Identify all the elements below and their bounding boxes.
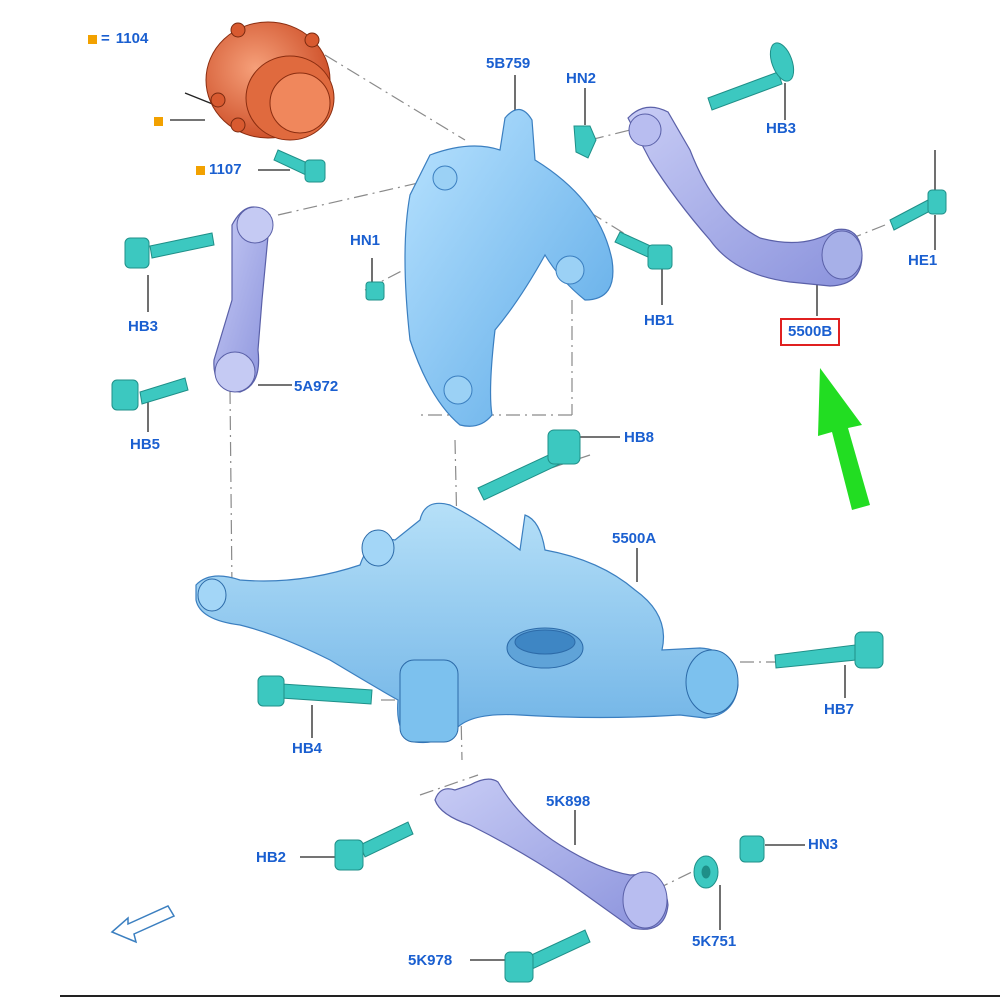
knuckle [404,108,614,427]
label-HN2: HN2 [566,70,597,87]
label-HB8: HB8 [624,429,655,446]
leader-lines [147,75,936,961]
bolt-1107 [273,149,326,183]
hub-bearing [205,21,335,141]
bolt-hb8 [477,429,581,501]
fasteners [111,42,947,983]
label-HN3: HN3 [808,836,839,853]
label-HB4: HB4 [292,740,323,757]
legend-equals: = [101,30,110,47]
nut-hn3 [739,835,765,863]
stabilizer-link [213,206,274,393]
legend: = 1104 [88,30,148,48]
label-HN1: HN1 [350,232,381,249]
label-HB3-top: HB3 [766,120,797,137]
label-5K751: 5K751 [692,933,737,950]
bolt-hb3-left [124,232,215,269]
label-HB5: HB5 [130,436,161,453]
label-5K898: 5K898 [546,793,591,810]
label-HB7: HB7 [824,701,855,718]
bolt-hb1 [614,231,673,270]
label-5500A: 5500A [612,530,657,547]
bolt-hb3-top [707,42,795,111]
washer-5k751 [693,855,719,889]
nut-hn1 [365,281,385,301]
bolt-5k978 [504,929,591,983]
label-5A972: 5A972 [294,378,339,395]
label-5K978: 5K978 [408,952,453,969]
upper-control-arm [627,106,863,287]
marker-hub [154,112,167,130]
bolt-he1 [889,189,947,231]
green-arrow-icon [818,368,870,510]
direction-arrow-icon [110,905,176,944]
label-HB2: HB2 [256,849,287,866]
legend-part: 1104 [115,30,149,47]
bolt-hb7 [774,631,884,669]
marker-square [196,165,205,175]
label-HB3-left: HB3 [128,318,159,335]
label-1107-text: 1107 [209,161,242,178]
lower-control-arm [195,502,739,744]
label-5500B-highlighted: 5500B [780,318,841,346]
marker-square [88,34,97,44]
label-HB1: HB1 [644,312,675,329]
lower-link [434,778,669,930]
bolt-hb5 [111,377,189,411]
bolt-hb4 [257,675,373,707]
label-5B759: 5B759 [486,55,531,72]
nut-hn2 [573,125,597,159]
label-HE1: HE1 [908,252,938,269]
bolt-hb2 [334,821,414,871]
marker-square [154,116,163,126]
label-1107: 1107 [196,161,242,179]
